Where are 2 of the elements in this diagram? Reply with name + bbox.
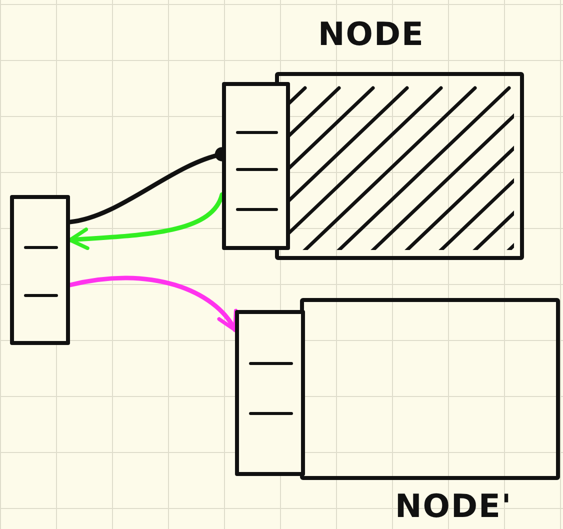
- node-title: NODE: [318, 18, 424, 50]
- node-title: NODE': [395, 490, 512, 522]
